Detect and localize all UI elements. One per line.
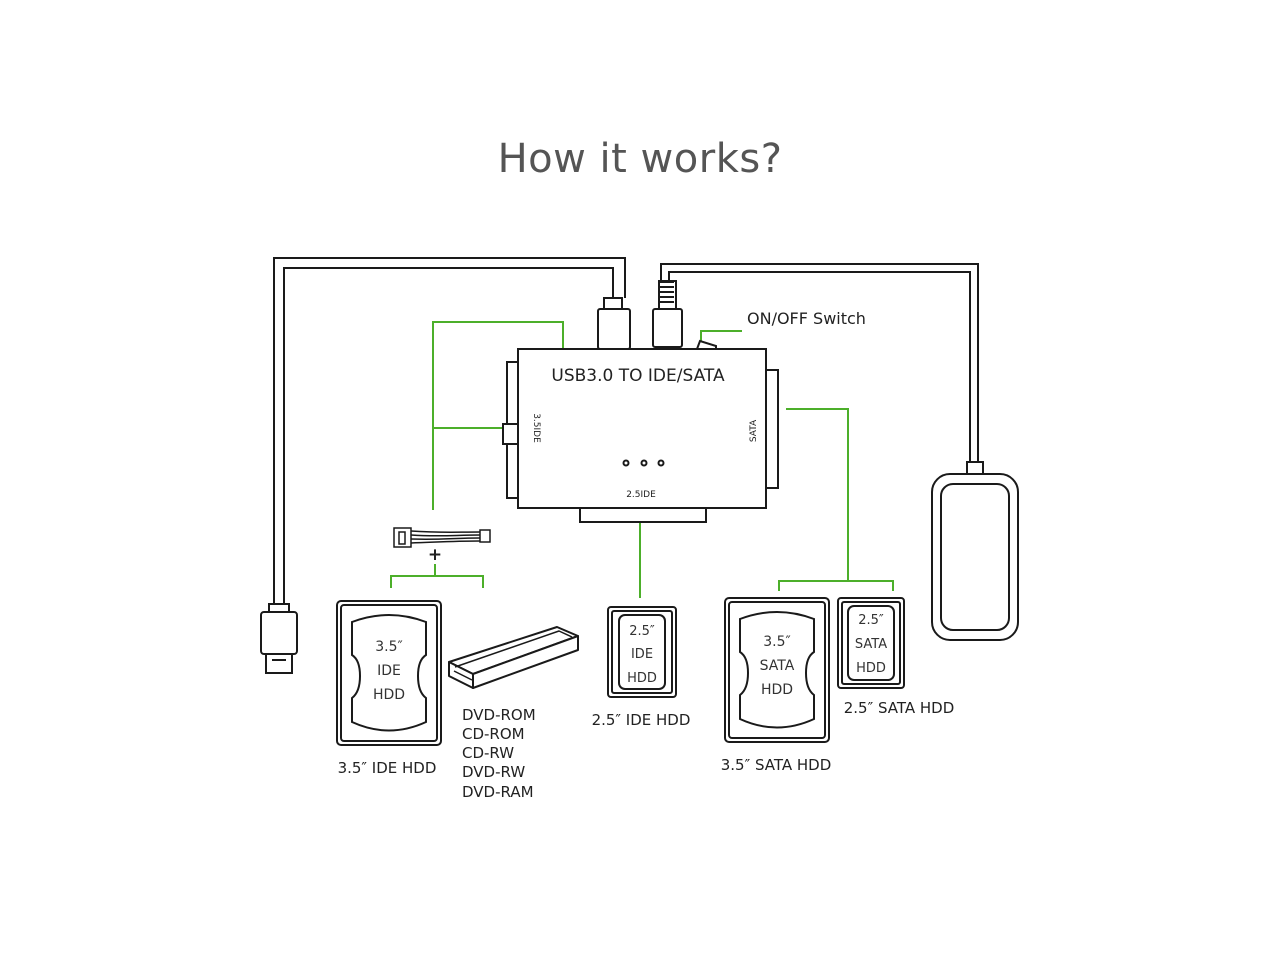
- optical-drive: [448, 626, 579, 689]
- link-adapter-to-sata: [786, 408, 849, 581]
- power-adapter-brick: [931, 473, 1019, 641]
- adapter-name: USB3.0 TO IDE/SATA: [551, 366, 725, 386]
- hdd-35-ide: [336, 600, 442, 746]
- port-label-sata: SATA: [749, 419, 759, 442]
- hdd-35-ide-type: IDE: [377, 663, 401, 679]
- hdd-25-ide: [607, 606, 677, 698]
- hdd-35-sata-size: 3.5″: [763, 634, 791, 650]
- hdd-25-ide-type: IDE: [631, 647, 653, 662]
- optical-item: CD-RW: [462, 744, 514, 762]
- hdd-25-ide-caption: 2.5″ IDE HDD: [592, 711, 691, 729]
- hdd-35-sata-caption: 3.5″ SATA HDD: [721, 756, 832, 774]
- hdd-35-ide-size: 3.5″: [375, 639, 403, 655]
- adapter-box: [502, 339, 779, 523]
- port-label-35ide: 3.5IDE: [531, 413, 541, 443]
- hdd-25-sata-type: SATA: [855, 637, 887, 652]
- hdd-35-ide-caption: 3.5″ IDE HDD: [338, 759, 437, 777]
- plus-sign: +: [428, 545, 442, 565]
- hdd-25-sata: [837, 597, 905, 689]
- hdd-35-sata-kind: HDD: [761, 682, 793, 698]
- switch-label: ON/OFF Switch: [747, 309, 866, 328]
- usb-cable: [260, 257, 631, 674]
- link-adapter-to-35ide: [432, 321, 564, 510]
- optical-item: DVD-ROM: [462, 706, 536, 724]
- optical-item: DVD-RW: [462, 763, 525, 781]
- page-title: How it works?: [497, 136, 783, 182]
- hdd-35-ide-kind: HDD: [373, 687, 405, 703]
- hdd-25-sata-kind: HDD: [856, 661, 886, 676]
- hdd-25-sata-size: 2.5″: [858, 613, 884, 628]
- power-cable: [652, 263, 984, 475]
- hdd-35-sata: [724, 597, 830, 743]
- hdd-25-ide-kind: HDD: [627, 671, 657, 686]
- port-label-25ide: 2.5IDE: [626, 490, 656, 500]
- hdd-35-sata-type: SATA: [760, 658, 795, 674]
- power-splitter-cable: [393, 527, 491, 548]
- optical-item: CD-ROM: [462, 725, 525, 743]
- link-power-bracket: [390, 575, 484, 588]
- hdd-25-sata-caption: 2.5″ SATA HDD: [844, 699, 955, 717]
- optical-item: DVD-RAM: [462, 783, 534, 801]
- hdd-25-ide-size: 2.5″: [629, 624, 655, 639]
